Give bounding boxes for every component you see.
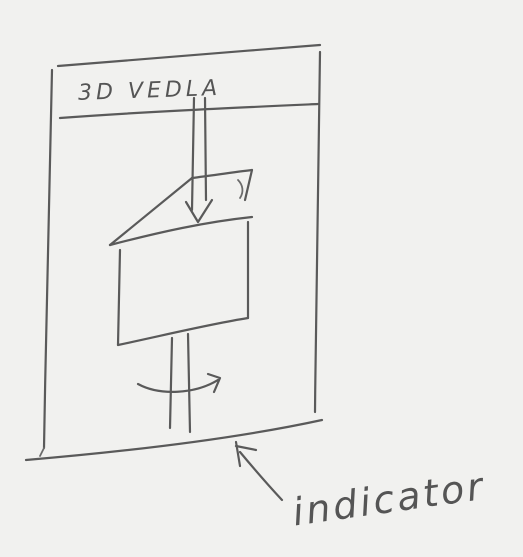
indicator-pointer-arrow-icon (236, 442, 282, 500)
indicator-label: indicator (290, 464, 489, 535)
down-arrow-icon (186, 98, 212, 222)
panel-header: 3D VEDLA (60, 76, 318, 118)
indicator-shaft (170, 334, 190, 432)
panel-frame (26, 45, 322, 460)
rotate-arrow-icon (138, 374, 220, 392)
panel-title: 3D VEDLA (78, 76, 222, 106)
indicator-body (110, 170, 252, 345)
